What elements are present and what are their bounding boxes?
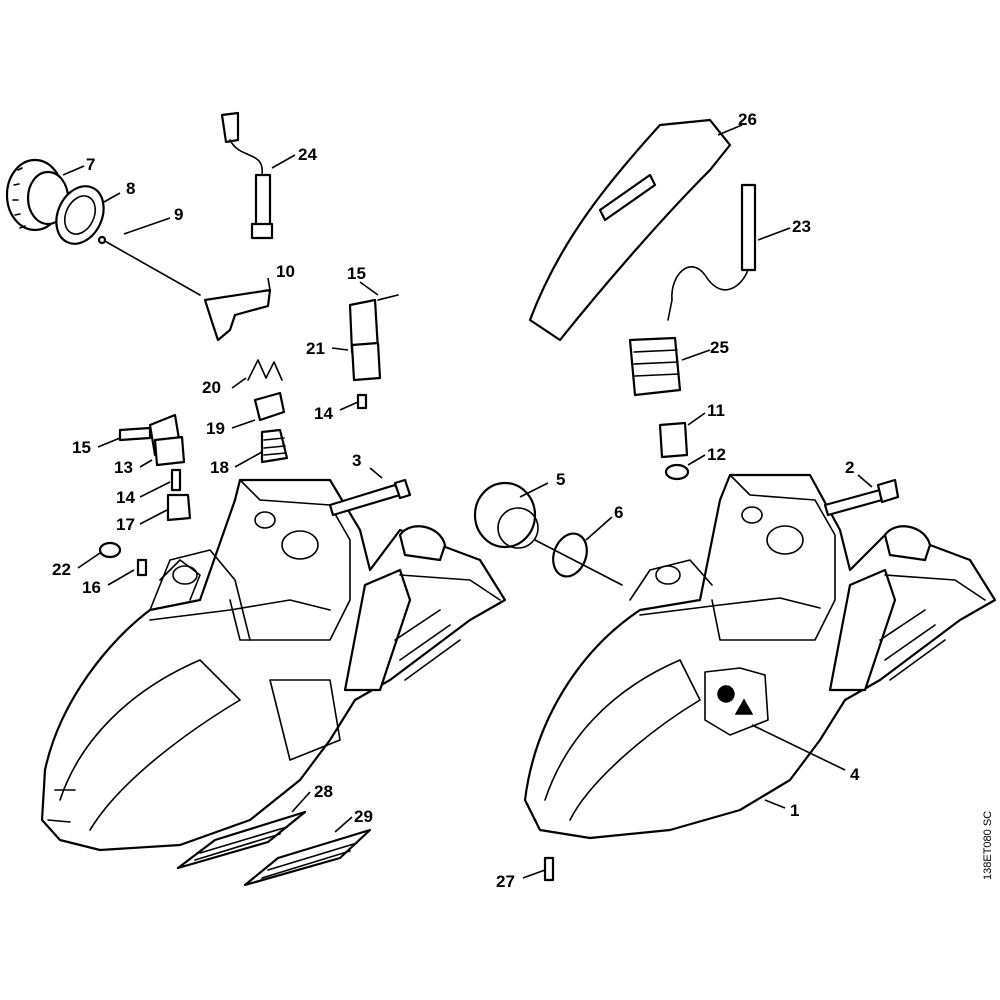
housing-right <box>523 473 997 840</box>
fuel-hose-left <box>220 111 274 240</box>
leader-lines <box>62 124 873 879</box>
drawing-code: 138ET080 SC <box>982 811 994 880</box>
callout-7: 7 <box>86 155 95 174</box>
callout-6: 6 <box>614 503 623 522</box>
callout-17: 17 <box>116 515 135 534</box>
filter-cup <box>253 391 286 422</box>
bolt-2 <box>823 478 900 517</box>
callout-28: 28 <box>314 782 333 801</box>
callout-27: 27 <box>496 872 515 891</box>
callout-8: 8 <box>126 179 135 198</box>
bolt-3 <box>328 478 412 517</box>
callout-20: 20 <box>202 378 221 397</box>
callout-14-left: 14 <box>116 488 135 507</box>
callout-15-right: 15 <box>347 264 366 283</box>
seal-ring <box>55 185 105 245</box>
grip-plate-29 <box>243 828 372 887</box>
handle-bar <box>528 118 732 342</box>
callout-24: 24 <box>298 145 317 164</box>
grip-plate-28 <box>176 810 307 870</box>
callout-19: 19 <box>206 419 225 438</box>
pump-5 <box>473 481 539 549</box>
spring-15-right <box>377 294 399 301</box>
ring-6 <box>552 532 588 578</box>
nut-22 <box>98 541 122 559</box>
callout-25: 25 <box>710 338 729 357</box>
cap-17 <box>166 493 192 522</box>
callout-21: 21 <box>306 339 325 358</box>
pump-rod <box>534 539 623 586</box>
throttle-trigger <box>203 288 272 342</box>
callout-22: 22 <box>52 560 71 579</box>
air-filter-cover <box>348 298 382 382</box>
choke-lever <box>148 413 186 467</box>
fuel-hose-right <box>667 183 757 321</box>
spring-clip <box>247 359 283 381</box>
bolt-16 <box>136 558 148 577</box>
callout-3: 3 <box>352 451 361 470</box>
pin-14-left <box>170 468 182 492</box>
callout-16: 16 <box>82 578 101 597</box>
housing-left <box>40 478 507 852</box>
callout-labels: 1 2 3 4 5 6 7 8 9 10 11 12 13 14 14 15 1… <box>52 110 860 891</box>
callout-9: 9 <box>174 205 183 224</box>
screw-27 <box>543 856 555 882</box>
valve-11 <box>658 421 689 459</box>
callout-10: 10 <box>276 262 295 281</box>
callout-12: 12 <box>707 445 726 464</box>
pin-14-right <box>356 393 368 410</box>
callout-26: 26 <box>738 110 757 129</box>
strainer-left <box>260 428 289 464</box>
callout-18: 18 <box>210 458 229 477</box>
callout-4: 4 <box>850 765 860 784</box>
callout-14-right: 14 <box>314 404 333 423</box>
callout-15-left: 15 <box>72 438 91 457</box>
callout-13: 13 <box>114 458 133 477</box>
callout-29: 29 <box>354 807 373 826</box>
fuel-filter <box>628 336 682 397</box>
callout-23: 23 <box>792 217 811 236</box>
screw-15-left <box>118 426 152 442</box>
callout-5: 5 <box>556 470 565 489</box>
callout-2: 2 <box>845 458 854 477</box>
callout-1: 1 <box>790 801 799 820</box>
callout-11: 11 <box>707 401 725 420</box>
throttle-rod <box>97 235 201 296</box>
ring-12 <box>664 463 690 481</box>
